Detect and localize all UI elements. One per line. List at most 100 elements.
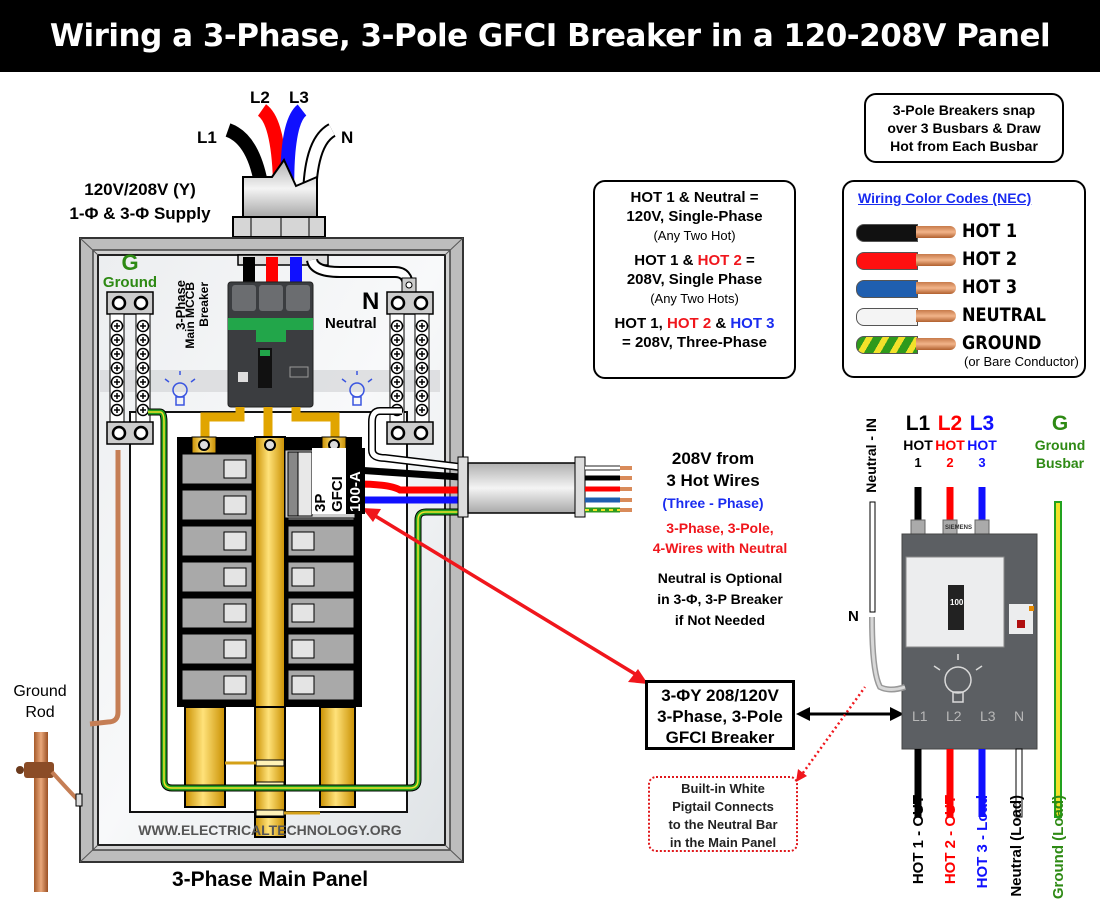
legend-label: NEUTRAL xyxy=(962,304,1046,326)
ground-rod xyxy=(16,450,121,892)
legend-heading: Wiring Color Codes (NEC) xyxy=(858,190,1032,206)
spec-line: 3-ΦY 208/120V xyxy=(661,686,779,705)
note-line: 4-Wires with Neutral xyxy=(652,540,788,556)
gfci-label-3p: 3P xyxy=(312,448,329,514)
ground-label: Ground xyxy=(102,274,158,291)
inside-locknut xyxy=(237,254,329,266)
note-line: 3 Hot Wires xyxy=(666,471,760,490)
note-line: in 3-Φ, 3-P Breaker xyxy=(657,591,783,607)
note-line: 208V from xyxy=(671,449,755,468)
gfci-output-label: Ground (Load) xyxy=(1050,795,1067,900)
legend-label: HOT 3 xyxy=(962,276,1018,298)
note-line: Pigtail Connects xyxy=(672,799,774,814)
legend-item: GROUND(or Bare Conductor) xyxy=(856,332,1086,369)
note-line: in the Main Panel xyxy=(669,835,777,850)
text-segment: HOT 1 & xyxy=(634,252,698,269)
breaker-brand: SIEMENS xyxy=(945,525,973,531)
copper-conductor-icon xyxy=(916,282,956,294)
hot-label: HOT xyxy=(935,437,965,453)
hot-number: 2 xyxy=(946,455,954,470)
pointer-arrow xyxy=(362,508,648,684)
voltage-line: = 208V, Three-Phase xyxy=(622,334,767,351)
terminal-label: L1 xyxy=(912,708,928,724)
ground-line: Busbar xyxy=(1035,455,1085,471)
supply-voltage: 120V/208V (Y) xyxy=(84,180,196,199)
main-breaker-label-2: Main MCCB xyxy=(183,282,197,349)
copper-conductor-icon xyxy=(916,226,956,238)
hot-label: HOT xyxy=(903,437,933,453)
note-line: 3-Pole Breakers snap xyxy=(892,102,1036,118)
copper-conductor-icon xyxy=(916,338,956,350)
gfci-output-label: HOT 1 - OUT xyxy=(910,795,927,885)
wire-label-n: N xyxy=(341,128,354,147)
hot-label: HOT xyxy=(967,437,997,453)
wire-swatch-icon xyxy=(856,308,918,326)
voltage-line: HOT 1 & Neutral = xyxy=(630,189,759,206)
busbar-feed-straps xyxy=(200,407,340,437)
note-line: Hot from Each Busbar xyxy=(890,138,1038,154)
gfci-breaker-rating-label: 3P GFCI 100-A xyxy=(312,448,370,514)
gfci-spec-box: 3-ΦY 208/120V 3-Phase, 3-Pole GFCI Break… xyxy=(645,680,795,750)
wire-config-note: 3-Phase, 3-Pole, 4-Wires with Neutral xyxy=(630,518,810,558)
double-arrow xyxy=(796,707,904,721)
website-label: WWW.ELECTRICALTECHNOLOGY.ORG xyxy=(138,822,402,838)
ground-line: Ground xyxy=(1034,437,1086,453)
note-line: 3-Phase, 3-Pole, xyxy=(666,520,774,536)
ground-rod-label-line: Rod xyxy=(25,704,55,721)
panel-caption: 3-Phase Main Panel xyxy=(171,868,369,891)
voltage-note: (Any Two Hot) xyxy=(653,228,736,243)
gfci-label-amps: 100-A xyxy=(346,448,365,514)
gfci-output-label: Neutral (Load) xyxy=(1008,795,1025,897)
ground-rod-label-line: Ground xyxy=(13,683,67,700)
pigtail-n-label: N xyxy=(848,608,859,625)
wire-swatch-icon xyxy=(856,252,918,270)
ground-busbar-label: G Ground Busbar xyxy=(1030,412,1090,472)
ground-bar-screws xyxy=(110,319,150,417)
voltage-line: 208V, Single Phase xyxy=(626,271,763,288)
pigtail-note: Built-in White Pigtail Connects to the N… xyxy=(648,776,798,852)
text-segment: HOT 2 xyxy=(666,315,712,332)
supply-description: 120V/208V (Y) 1-Φ & 3-Φ Supply xyxy=(50,178,230,226)
main-breaker-label-3: Breaker xyxy=(197,282,211,327)
supply-phase: 1-Φ & 3-Φ Supply xyxy=(69,204,211,223)
pigtail-pointer xyxy=(796,686,867,782)
legend-item: HOT 1 xyxy=(856,220,1086,246)
gfci-breaker-device xyxy=(869,487,1062,818)
terminal-label: L3 xyxy=(980,708,996,724)
text-segment: = xyxy=(741,252,755,269)
line-label: L3 xyxy=(969,412,995,435)
terminal-label: L2 xyxy=(946,708,962,724)
gfci-label-gfci: GFCI xyxy=(329,448,346,514)
spec-line: 3-Phase, 3-Pole xyxy=(657,707,783,726)
gfci-output-label: HOT 3 - Load xyxy=(974,795,991,889)
ground-letter: G xyxy=(121,250,139,275)
legend-item: NEUTRAL xyxy=(856,304,1086,330)
load-cable xyxy=(457,456,632,518)
hot-number: 1 xyxy=(914,455,922,470)
cable-notes: 208V from 3 Hot Wires (Three - Phase) xyxy=(638,448,788,514)
legend-label: HOT 1 xyxy=(962,220,1018,242)
note-line: to the Neutral Bar xyxy=(668,817,778,832)
voltage-info-box: HOT 1 & Neutral = 120V, Single-Phase (An… xyxy=(593,180,796,379)
text-segment: HOT 1, xyxy=(614,315,667,332)
ground-letter: G xyxy=(1051,412,1069,435)
wire-label-l2: L2 xyxy=(250,88,270,107)
neutral-label: Neutral xyxy=(325,315,377,332)
voltage-note: (Any Two Hots) xyxy=(650,291,739,306)
line-label: L1 xyxy=(905,412,931,435)
bulb-icon xyxy=(164,371,196,406)
gfci-output-label: HOT 2 - OUT xyxy=(942,795,959,885)
voltage-line: HOT 1 & HOT 2 = xyxy=(595,251,794,270)
ground-rod-label: Ground Rod xyxy=(0,681,80,723)
spec-line: GFCI Breaker xyxy=(665,728,775,747)
lower-busbars xyxy=(184,706,356,818)
copper-conductor-icon xyxy=(916,254,956,266)
breaker-handle-rating: 100 xyxy=(950,598,964,607)
note-line: Built-in White xyxy=(681,781,765,796)
neutral-optional-note: Neutral is Optional in 3-Φ, 3-P Breaker … xyxy=(630,568,810,631)
voltage-line: 120V, Single-Phase xyxy=(626,208,763,225)
